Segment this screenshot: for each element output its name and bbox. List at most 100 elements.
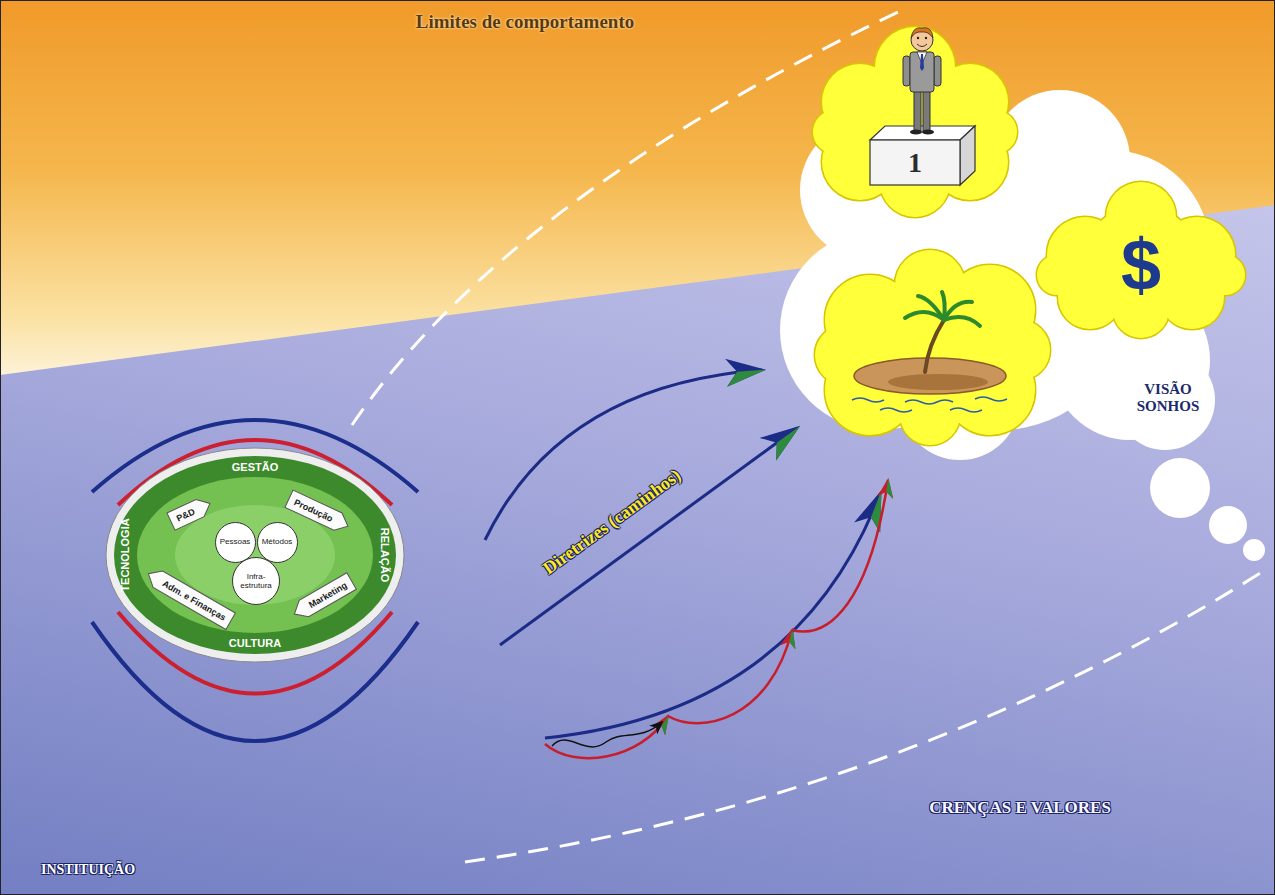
thought-cloud-part — [990, 90, 1130, 230]
rank-number-holder: 1 — [908, 149, 922, 177]
palm-trunk — [925, 320, 944, 372]
island-cloud-outline — [815, 250, 1050, 445]
figure-leg — [923, 88, 930, 131]
podium-cloud: 1 — [815, 22, 1015, 217]
resource-circle-art — [233, 558, 280, 605]
island-cloud-fill — [815, 250, 1050, 445]
resource-circle-art — [257, 522, 297, 562]
step-arrow — [552, 722, 662, 747]
ellipse-band — [114, 456, 396, 654]
institution-label-holder: INSTITUIÇÃO — [41, 862, 135, 878]
water-line — [950, 408, 982, 412]
path-label-holder: Diretrizes (caminhos) — [539, 465, 685, 579]
palm-leaf — [942, 292, 945, 320]
dimension-name: CULTURA — [229, 637, 281, 649]
figure-leg — [914, 88, 921, 131]
thought-bubble — [1209, 506, 1247, 544]
process-arrow-art — [166, 494, 213, 529]
resource-name-holder: Métodos — [262, 537, 293, 546]
dream-cloud-outline-part — [1037, 255, 1077, 295]
resource-circle-shape — [233, 558, 280, 605]
thought-bubble — [1150, 458, 1210, 518]
water-line — [880, 408, 912, 412]
values-label-holder: CRENÇAS E VALORES — [929, 798, 1111, 818]
step-arrow — [792, 480, 888, 631]
dimension-name-holder: CULTURA — [229, 637, 281, 650]
resource-circle-shape — [257, 522, 297, 562]
palm-leaf — [918, 296, 944, 320]
water-line — [852, 398, 884, 402]
podium-cloud-outline — [815, 22, 1015, 217]
dream-cloud-part — [813, 110, 857, 154]
resource-circle-shape — [215, 522, 255, 562]
institution-label: INSTITUIÇÃO — [41, 862, 135, 877]
dimension-name-holder: GESTÃO — [232, 461, 278, 474]
thought-cloud-part — [800, 120, 940, 260]
process-arrow-shape — [285, 490, 352, 535]
rank-number: 1 — [908, 147, 922, 178]
resource-name-holder: Pessoas — [220, 537, 251, 546]
figure-shoe — [910, 130, 922, 135]
resource-name: Pessoas — [220, 537, 251, 546]
values-label: CRENÇAS E VALORES — [929, 798, 1111, 817]
path-label: Diretrizes (caminhos) — [539, 465, 684, 578]
dream-cloud-part — [1205, 255, 1245, 295]
money-symbol-holder: $ — [1121, 229, 1161, 301]
palm-leaf — [944, 317, 980, 326]
figure-arm — [934, 56, 941, 86]
limits-ground — [0, 0, 1275, 375]
resource-circle: Pessoas — [215, 522, 256, 563]
vision-cloud-art — [780, 90, 1265, 561]
dream-cloud-fill — [813, 27, 1017, 217]
thought-bubble — [1243, 539, 1265, 561]
money-cloud: $ — [1035, 185, 1247, 340]
resource-circle: Métodos — [257, 522, 298, 563]
step-arrow — [545, 716, 668, 758]
boundary-label-holder: Limites de comportamento — [416, 11, 634, 33]
dream-cloud-outline-part — [973, 110, 1017, 154]
process-arrow-art — [290, 572, 357, 621]
water-line — [905, 400, 953, 404]
resource-circle-art — [215, 522, 255, 562]
vision-title-holder: VISÃO SONHOS — [1137, 381, 1200, 416]
dimension-name: RELAÇÃO — [379, 528, 391, 582]
wave-arc — [92, 622, 418, 741]
process-arrow-shape — [290, 572, 357, 621]
figure-tie — [920, 54, 924, 71]
figure-shoe — [922, 130, 934, 135]
vision-title: VISÃO SONHOS — [1137, 381, 1200, 414]
process-arrow-shape — [166, 494, 213, 529]
figure-jacket — [910, 52, 934, 92]
resource-name-holder: Infra-estrutura — [240, 572, 272, 590]
ellipse-rim — [106, 448, 404, 662]
process-arrow-art — [285, 490, 352, 535]
limit-dashed-line — [465, 572, 1262, 862]
vision-cloud-art — [780, 90, 1265, 561]
island — [854, 358, 1006, 394]
institution-ellipse-outline — [105, 447, 405, 663]
resource-circle: Infra-estrutura — [232, 557, 280, 605]
winner-figure — [903, 28, 941, 135]
figure-eye — [925, 37, 927, 39]
figure-hair — [911, 28, 933, 38]
ellipse-core — [137, 477, 373, 633]
dream-cloud-outline-part — [1205, 255, 1245, 295]
water-line — [975, 397, 1007, 401]
step-arrow — [668, 630, 792, 723]
dimension-name: TECNOLOGIA — [119, 518, 131, 591]
dream-cloud-part — [973, 110, 1017, 154]
figure-smile — [917, 44, 927, 47]
money-symbol: $ — [1121, 225, 1161, 305]
institution-ellipse: GESTÃORELAÇÃOCULTURATECNOLOGIAP&DProduçã… — [105, 447, 405, 663]
guideline-arrow — [500, 428, 797, 645]
institution-ellipse-art — [106, 448, 404, 662]
resource-name: Infra-estrutura — [240, 572, 272, 590]
thought-cloud-fill — [780, 90, 1215, 460]
dream-cloud-outline — [813, 27, 1017, 217]
podium-front — [870, 140, 960, 185]
boundary-label: Limites de comportamento — [416, 11, 634, 32]
figure-arm — [903, 56, 910, 86]
